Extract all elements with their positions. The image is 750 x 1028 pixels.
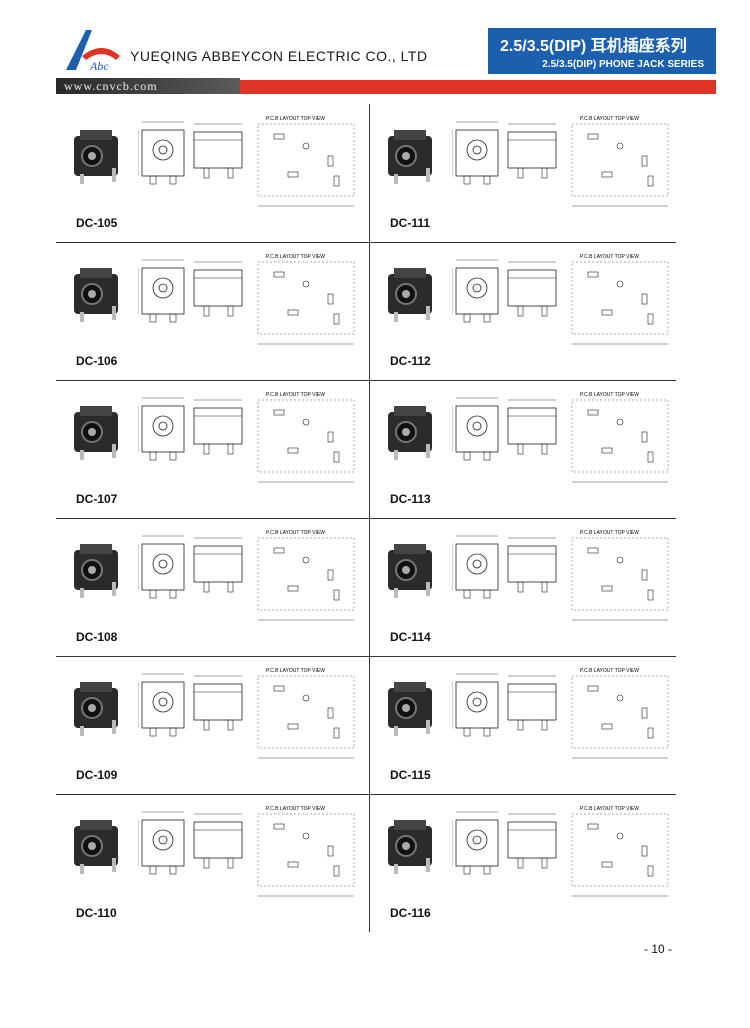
model-label: DC-112 [390,354,431,368]
logo-text: Abc [89,59,109,73]
technical-drawing: P.C.B LAYOUT TOP VIEW [138,668,355,759]
technical-drawing: P.C.B LAYOUT TOP VIEW [452,254,669,345]
row-divider [56,518,676,519]
model-label: DC-109 [76,768,118,782]
product-cell: P.C.B LAYOUT TOP VIEW DC-110 [56,794,362,932]
pcb-layout-label: P.C.B LAYOUT TOP VIEW [580,254,639,260]
model-label: DC-111 [390,216,431,230]
model-label: DC-110 [76,906,117,920]
row-divider [56,380,676,381]
product-photo [388,268,432,322]
page-header: Abc YUEQING ABBEYCON ELECTRIC CO., LTD 2… [0,0,750,100]
series-title-en: 2.5/3.5(DIP) PHONE JACK SERIES [542,59,704,70]
product-cell: P.C.B LAYOUT TOP VIEW DC-111 [370,104,676,242]
series-title-cn: 2.5/3.5(DIP) 耳机插座系列 [500,38,687,55]
website-url[interactable]: www.cnvcb.com [56,78,240,94]
model-label: DC-108 [76,630,118,644]
pcb-layout-label: P.C.B LAYOUT TOP VIEW [580,806,639,812]
product-cell: P.C.B LAYOUT TOP VIEW DC-112 [370,242,676,380]
product-cell: P.C.B LAYOUT TOP VIEW DC-108 [56,518,362,656]
product-photo [388,544,432,598]
model-label: DC-107 [76,492,118,506]
product-photo [388,406,432,460]
product-cell: P.C.B LAYOUT TOP VIEW DC-113 [370,380,676,518]
pcb-layout-label: P.C.B LAYOUT TOP VIEW [580,530,639,536]
model-label: DC-115 [390,768,431,782]
product-cell: P.C.B LAYOUT TOP VIEW DC-115 [370,656,676,794]
product-cell: P.C.B LAYOUT TOP VIEW DC-106 [56,242,362,380]
technical-drawing: P.C.B LAYOUT TOP VIEW [452,392,669,483]
technical-drawing: P.C.B LAYOUT TOP VIEW [452,530,669,621]
row-divider [56,656,676,657]
product-photo [388,820,432,874]
pcb-layout-label: P.C.B LAYOUT TOP VIEW [580,668,639,674]
model-label: DC-114 [390,630,431,644]
technical-drawing: P.C.B LAYOUT TOP VIEW [138,116,355,207]
header-red-bar [240,80,716,94]
company-name: YUEQING ABBEYCON ELECTRIC CO., LTD [130,48,428,64]
pcb-layout-label: P.C.B LAYOUT TOP VIEW [266,668,325,674]
product-photo [388,682,432,736]
technical-drawing: P.C.B LAYOUT TOP VIEW [452,806,669,897]
product-photo [74,544,118,598]
product-photo [388,130,432,184]
technical-drawing: P.C.B LAYOUT TOP VIEW [452,116,669,207]
product-photo [74,820,118,874]
model-label: DC-106 [76,354,118,368]
product-cell: P.C.B LAYOUT TOP VIEW DC-107 [56,380,362,518]
row-divider [56,794,676,795]
model-label: DC-113 [390,492,431,506]
product-photo [74,682,118,736]
pcb-layout-label: P.C.B LAYOUT TOP VIEW [580,392,639,398]
product-photo [74,268,118,322]
product-photo [74,406,118,460]
model-label: DC-105 [76,216,118,230]
series-title-box: 2.5/3.5(DIP) 耳机插座系列 2.5/3.5(DIP) PHONE J… [488,28,716,74]
product-cell: P.C.B LAYOUT TOP VIEW DC-105 [56,104,362,242]
pcb-layout-label: P.C.B LAYOUT TOP VIEW [266,530,325,536]
pcb-layout-label: P.C.B LAYOUT TOP VIEW [266,116,325,122]
product-cell: P.C.B LAYOUT TOP VIEW DC-116 [370,794,676,932]
technical-drawing: P.C.B LAYOUT TOP VIEW [138,530,355,621]
model-label: DC-116 [390,906,431,920]
row-divider [56,242,676,243]
pcb-layout-label: P.C.B LAYOUT TOP VIEW [266,806,325,812]
product-cell: P.C.B LAYOUT TOP VIEW DC-114 [370,518,676,656]
page-number: - 10 - [644,942,673,956]
pcb-layout-label: P.C.B LAYOUT TOP VIEW [266,392,325,398]
technical-drawing: P.C.B LAYOUT TOP VIEW [452,668,669,759]
company-logo: Abc [66,30,120,73]
technical-drawing: P.C.B LAYOUT TOP VIEW [138,254,355,345]
technical-drawing: P.C.B LAYOUT TOP VIEW [138,806,355,897]
technical-drawing: P.C.B LAYOUT TOP VIEW [138,392,355,483]
product-cell: P.C.B LAYOUT TOP VIEW DC-109 [56,656,362,794]
product-photo [74,130,118,184]
pcb-layout-label: P.C.B LAYOUT TOP VIEW [266,254,325,260]
pcb-layout-label: P.C.B LAYOUT TOP VIEW [580,116,639,122]
